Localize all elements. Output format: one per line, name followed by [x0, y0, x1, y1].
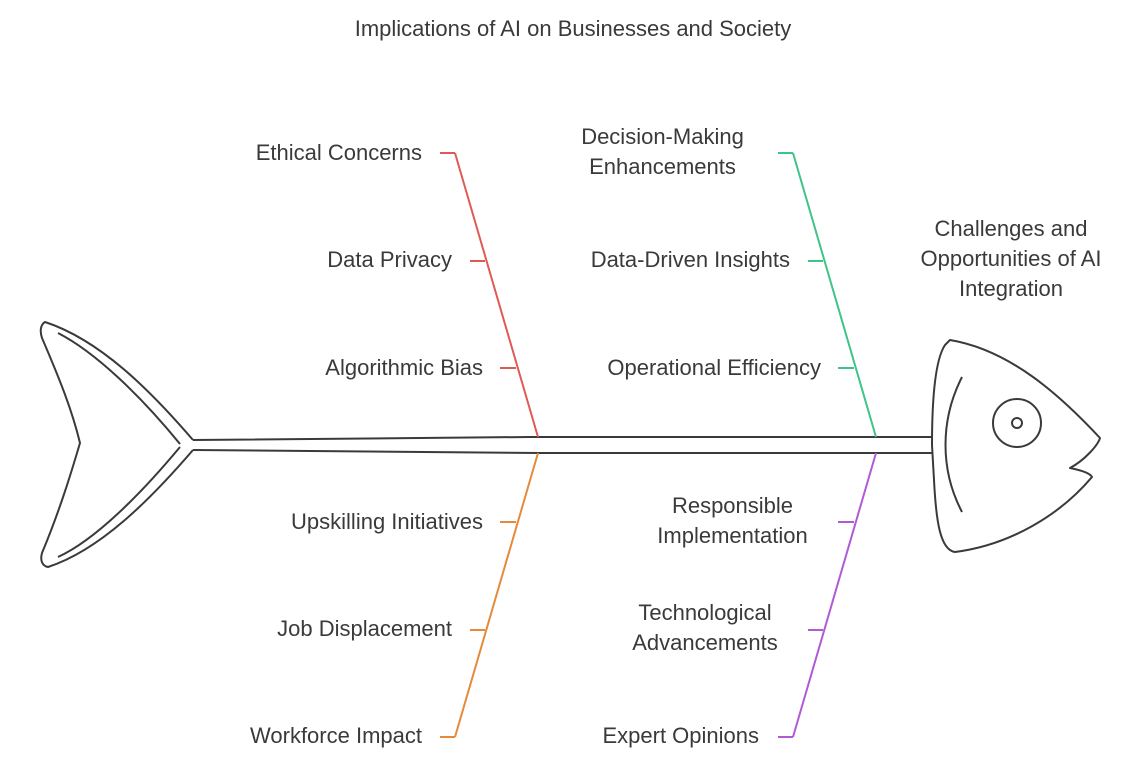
cause-data-privacy: Data Privacy	[327, 247, 452, 272]
fish-spine	[192, 436, 932, 454]
branch-top-right	[778, 152, 877, 438]
branch-line	[454, 452, 539, 738]
cause-expert-opinions: Expert Opinions	[602, 723, 759, 748]
cause-ethical-concerns: Ethical Concerns	[255, 140, 422, 165]
cause-data-driven-insights: Data-Driven Insights	[590, 247, 790, 272]
branch-bottom-right	[778, 452, 877, 738]
branch-line	[792, 152, 877, 438]
cause-decision-making-enhancements: Decision-Making Enhancements	[581, 124, 744, 179]
cause-technological-advancements: Technological Advancements	[632, 600, 778, 655]
branch-line	[792, 452, 877, 738]
fish-eye-icon	[992, 398, 1042, 448]
cause-workforce-impact: Workforce Impact	[250, 723, 422, 748]
fish-head	[931, 339, 1101, 553]
branch-line	[454, 152, 539, 438]
branch-top-left	[440, 152, 539, 438]
head-label: Challenges and Opportunities of AI Integ…	[920, 216, 1102, 301]
cause-job-displacement: Job Displacement	[277, 616, 452, 641]
diagram-title: Implications of AI on Businesses and Soc…	[354, 16, 792, 41]
branch-bottom-left	[440, 452, 539, 738]
fish-tail	[39, 321, 194, 568]
cause-upskilling-initiatives: Upskilling Initiatives	[291, 509, 483, 534]
cause-responsible-implementation: Responsible Implementation	[657, 493, 808, 548]
cause-operational-efficiency: Operational Efficiency	[607, 355, 821, 380]
cause-algorithmic-bias: Algorithmic Bias	[325, 355, 483, 380]
